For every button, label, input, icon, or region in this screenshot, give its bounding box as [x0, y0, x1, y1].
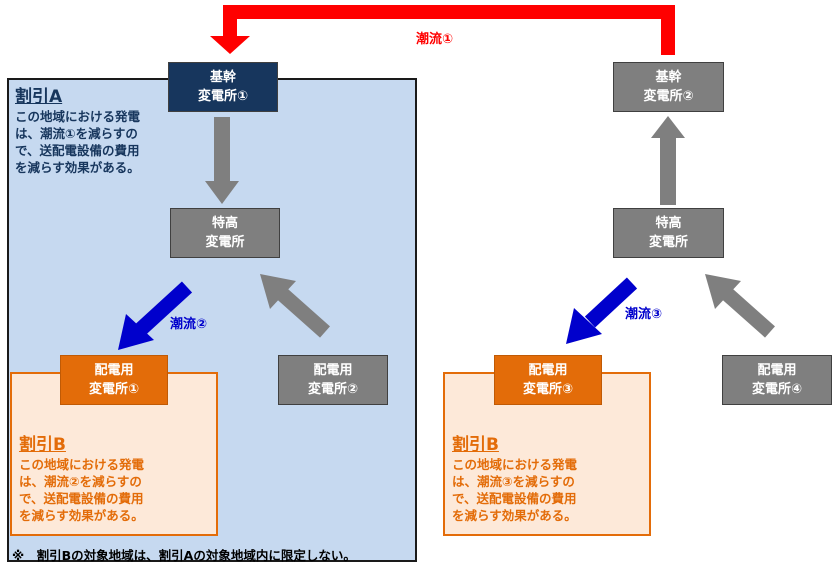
special-high-substation-2: 特高 変電所 [613, 208, 724, 258]
discount-b1-note: 割引B この地域における発電 は、潮流②を減らすの で、送配電設備の費用 を減ら… [19, 430, 144, 524]
discount-a-text-line: は、潮流①を減らすの [15, 126, 138, 141]
trunk-substation-2: 基幹 変電所② [613, 62, 724, 112]
distribution-substation-1: 配電用 変電所① [60, 355, 168, 405]
discount-b1-title: 割引B [19, 435, 66, 455]
gray-arrow-dist4-to-special2 [705, 274, 775, 338]
gray-arrow-trunk1-to-special1 [205, 117, 239, 204]
special-high-substation-1: 特高 変電所 [170, 208, 280, 258]
node-label-line: 変電所② [643, 89, 694, 104]
node-label-line: 特高 [655, 216, 682, 231]
discount-b1-text-line: で、送配電設備の費用 [19, 491, 144, 506]
discount-a-text-line: を減らす効果がある。 [15, 160, 140, 175]
node-label-line: 基幹 [209, 70, 236, 85]
node-label-line: 変電所① [88, 382, 139, 397]
discount-b1-text-line: を減らす効果がある。 [19, 508, 144, 523]
footnote: ※ 割引Bの対象地域は、割引Aの対象地域内に限定しない。 [12, 548, 356, 563]
flow-3-arrow [566, 277, 638, 344]
node-label-line: 変電所 [648, 235, 688, 250]
discount-b2-title: 割引B [452, 435, 499, 455]
node-label-line: 特高 [211, 216, 238, 231]
node-label-line: 配電用 [528, 363, 568, 378]
discount-b2-note: 割引B この地域における発電 は、潮流③を減らすの で、送配電設備の費用 を減ら… [452, 430, 577, 524]
flow-3-label: 潮流③ [625, 307, 663, 322]
flow-2-label: 潮流② [170, 317, 208, 332]
node-label-line: 配電用 [94, 363, 134, 378]
flow-2-arrow [118, 281, 193, 350]
discount-a-text-line: この地域における発電 [15, 109, 141, 124]
discount-b2-text-line: で、送配電設備の費用 [452, 491, 577, 506]
distribution-substation-3: 配電用 変電所③ [494, 355, 602, 405]
node-label-line: 配電用 [313, 363, 353, 378]
node-label-line: 変電所① [197, 89, 248, 104]
gray-arrow-special2-to-trunk2 [651, 116, 685, 205]
node-label-line: 変電所② [307, 382, 358, 397]
discount-a-note: 割引A この地域における発電 は、潮流①を減らすの で、送配電設備の費用 を減ら… [15, 82, 140, 176]
discount-b2-text-line: を減らす効果がある。 [452, 508, 577, 523]
discount-b1-text-line: この地域における発電 [19, 457, 145, 472]
node-label-line: 基幹 [655, 70, 682, 85]
node-label-line: 変電所③ [522, 382, 573, 397]
node-label-line: 変電所④ [751, 382, 802, 397]
discount-b1-text-line: は、潮流②を減らすの [19, 474, 142, 489]
trunk-substation-1: 基幹 変電所① [168, 62, 278, 112]
gray-arrow-dist2-to-special1 [260, 274, 330, 338]
discount-a-text-line: で、送配電設備の費用 [15, 143, 140, 158]
distribution-substation-4: 配電用 変電所④ [722, 355, 832, 405]
distribution-substation-2: 配電用 変電所② [278, 355, 388, 405]
flow-1-label: 潮流① [416, 32, 454, 47]
discount-b2-text-line: は、潮流③を減らすの [452, 474, 575, 489]
node-label-line: 変電所 [205, 235, 245, 250]
flow-1-arrow [210, 5, 675, 55]
discount-a-title: 割引A [15, 87, 63, 107]
node-label-line: 配電用 [757, 363, 797, 378]
discount-b2-text-line: この地域における発電 [452, 457, 578, 472]
